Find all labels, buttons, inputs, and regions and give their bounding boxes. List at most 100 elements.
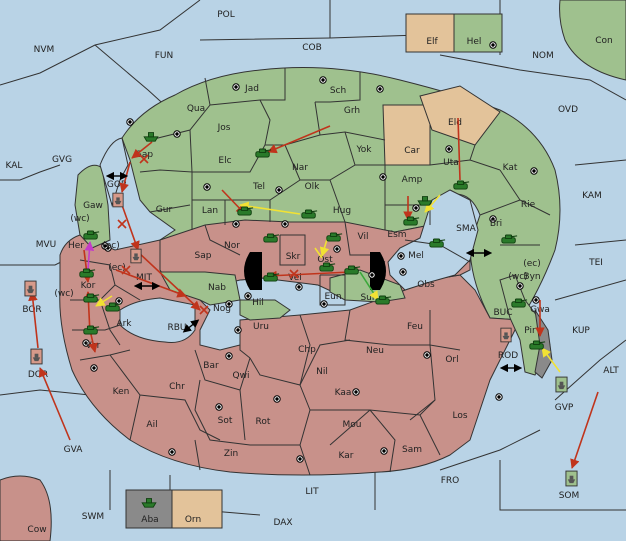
supply-center-dot <box>378 87 382 91</box>
fleet-unit-som <box>565 470 578 487</box>
region-label: Elc <box>218 156 231 166</box>
region-label: Los <box>452 411 467 421</box>
fleet-unit-gor <box>112 192 124 208</box>
supply-center-dot <box>401 270 405 274</box>
region-label: Sap <box>195 251 212 261</box>
region-label: BOR <box>22 305 41 315</box>
legend-box-top <box>405 13 503 53</box>
region-label: KUP <box>572 326 590 336</box>
region-label: Orn <box>185 515 201 525</box>
region-label: Rot <box>256 417 271 427</box>
region-con[interactable] <box>559 0 626 81</box>
region-label: Kar <box>339 451 354 461</box>
supply-center-dot <box>534 298 538 302</box>
supply-center-dot <box>227 354 231 358</box>
region-label: BUC <box>493 308 512 318</box>
supply-center-dot <box>234 85 238 89</box>
region-label: Vil <box>358 232 369 242</box>
region-label: Kat <box>503 163 518 173</box>
region-label: Mel <box>408 251 424 261</box>
region-label: Nor <box>224 241 240 251</box>
supply-center-dot <box>491 217 495 221</box>
supply-center-dot <box>298 457 302 461</box>
region-label: Chr <box>169 382 185 392</box>
region-label: Eld <box>448 118 462 128</box>
fleet-unit-gvp <box>555 376 568 393</box>
region-label: Sam <box>402 445 422 455</box>
region-label: SMA <box>456 224 476 234</box>
region-label: Grh <box>344 106 360 116</box>
supply-center-dot <box>205 185 209 189</box>
supply-center-dot <box>246 294 250 298</box>
region-label: Obs <box>417 280 435 290</box>
region-label: GVA <box>64 445 84 455</box>
region-label: (ec) <box>108 263 126 273</box>
region-label: FRO <box>441 476 460 486</box>
bay-rbu <box>119 297 196 343</box>
region-label: Hil <box>252 298 264 308</box>
region-label: Jos <box>217 123 231 133</box>
region-borders <box>70 68 551 476</box>
region-label: Con <box>595 36 613 46</box>
supply-center-dot <box>84 341 88 345</box>
cut-markers <box>117 154 299 315</box>
region-label: Feu <box>407 322 423 332</box>
supply-center-dot <box>297 285 301 289</box>
region-hil[interactable] <box>239 299 291 321</box>
supply-center-dot <box>370 273 374 277</box>
region-label: Kaa <box>335 388 352 398</box>
sea-boundaries <box>0 0 626 516</box>
region-label: Bar <box>203 361 219 371</box>
region-label: Chp <box>298 345 316 355</box>
region-label: (ec) <box>523 259 541 269</box>
region-label: SWM <box>82 512 104 522</box>
supply-center-dot <box>234 222 238 226</box>
region-label: Sot <box>218 416 233 426</box>
region-label: Lan <box>202 206 218 216</box>
region-eld[interactable] <box>419 85 501 146</box>
region-label: (ec) <box>102 241 120 251</box>
region-label: Uta <box>443 158 459 168</box>
region-label: DAX <box>273 518 292 528</box>
region-label: KAL <box>6 161 23 171</box>
region-cow[interactable] <box>0 475 52 541</box>
region-label: (wc) <box>70 214 89 224</box>
region-label: Ail <box>146 420 157 430</box>
region-label: Vei <box>288 273 302 283</box>
supply-center-dot <box>283 222 287 226</box>
supply-center-dot <box>414 206 418 210</box>
region-label: Aba <box>141 515 158 525</box>
region-label: Gur <box>156 205 173 215</box>
supply-center-dot <box>128 120 132 124</box>
region-label: Gap <box>135 150 153 160</box>
supply-center-dot <box>170 450 174 454</box>
region-label: Yok <box>355 145 372 155</box>
supply-center-dot <box>354 390 358 394</box>
region-label: GVG <box>52 155 72 165</box>
supply-center-dot <box>322 302 326 306</box>
fleet-unit-dor <box>30 348 43 365</box>
region-car[interactable] <box>382 104 431 166</box>
supply-center-dot <box>497 395 501 399</box>
region-label: GVP <box>555 403 574 413</box>
region-label: (wc) <box>508 272 527 282</box>
fleet-unit-mit <box>130 248 142 264</box>
region-label: Sch <box>330 86 346 96</box>
region-label: Mou <box>343 420 362 430</box>
continent-south <box>59 234 521 476</box>
region-label: GOR <box>107 180 127 190</box>
region-label: NOM <box>532 51 554 61</box>
supply-center-dot <box>447 147 451 151</box>
region-label: NVM <box>34 45 55 55</box>
region-label: Neu <box>366 346 384 356</box>
region-label: DOR <box>28 370 48 380</box>
region-label: Uru <box>253 322 269 332</box>
region-label: Kor <box>81 281 96 291</box>
region-label: Qwi <box>233 371 250 381</box>
double-arrows <box>105 171 523 373</box>
region-sun[interactable] <box>329 269 406 303</box>
supply-centers <box>82 41 540 463</box>
region-label: Zin <box>224 449 238 459</box>
region-label: SOM <box>559 491 580 501</box>
